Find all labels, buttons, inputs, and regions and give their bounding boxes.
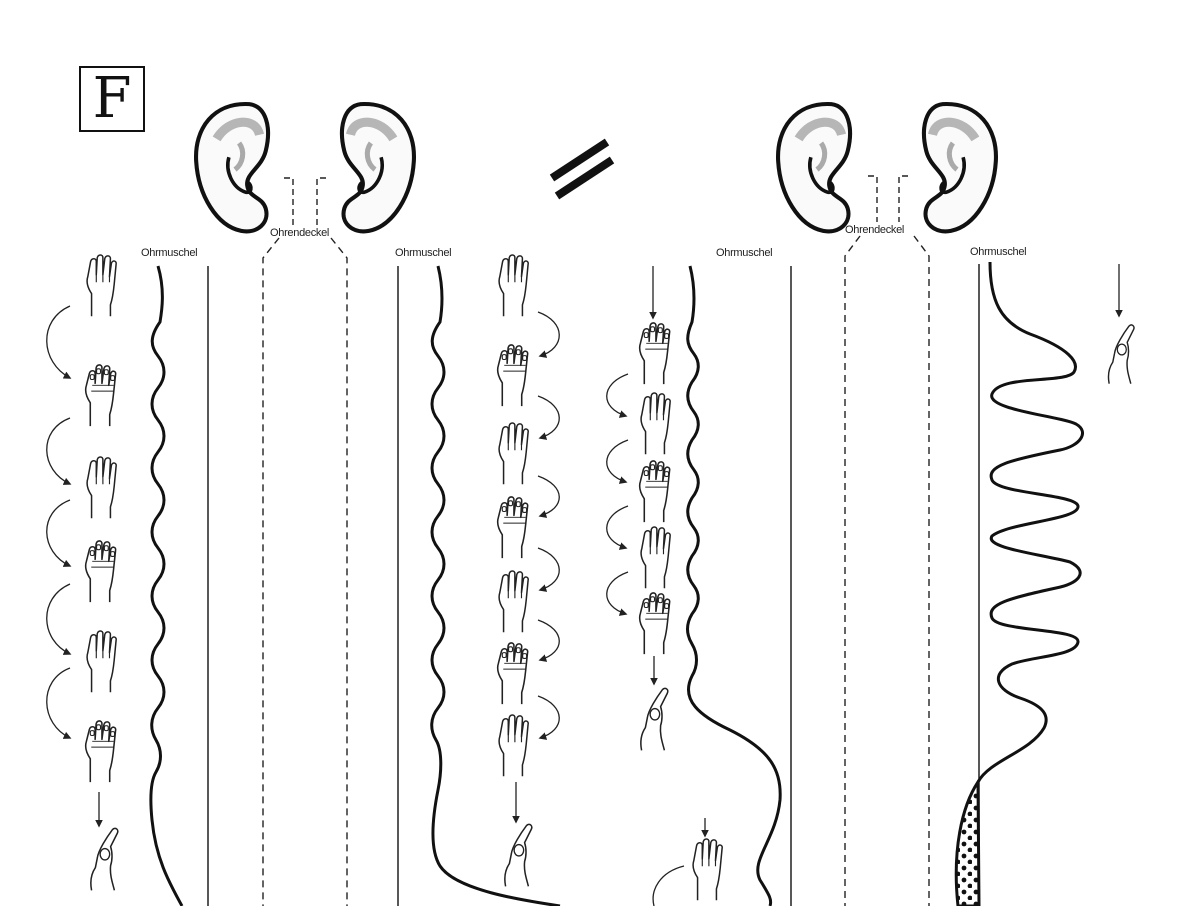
ear-icon bbox=[342, 104, 414, 231]
ear-icon bbox=[778, 104, 850, 231]
hand-flat-icon bbox=[498, 714, 529, 777]
hand-sequence-4 bbox=[652, 818, 723, 906]
hand-back-icon bbox=[496, 496, 529, 559]
label-ohrmuschel-4: Ohrmuschel bbox=[970, 246, 1027, 258]
hand-sequence-3 bbox=[606, 266, 671, 752]
hand-flat-icon bbox=[640, 392, 671, 455]
hand-back-icon bbox=[84, 540, 117, 603]
hand-point-icon bbox=[640, 687, 669, 752]
waveform-right-outer bbox=[686, 265, 782, 906]
panel-letter: F bbox=[79, 66, 145, 132]
waveform-left-outer bbox=[149, 265, 184, 906]
left-channel-lines bbox=[207, 237, 399, 906]
hand-flat-icon bbox=[498, 422, 529, 485]
hand-back-icon bbox=[638, 460, 671, 523]
hand-back-icon bbox=[84, 364, 117, 427]
hand-flat-icon bbox=[692, 838, 723, 901]
equals-sign-icon bbox=[549, 138, 615, 200]
waveform-right-inner bbox=[976, 261, 1084, 783]
label-ohrendeckel-2: Ohrendeckel bbox=[845, 224, 905, 236]
hand-back-icon bbox=[638, 592, 671, 655]
hand-flat-icon bbox=[86, 456, 117, 519]
hand-back-icon bbox=[496, 642, 529, 705]
hand-flat-icon bbox=[498, 570, 529, 633]
label-ohrmuschel-1: Ohrmuschel bbox=[141, 247, 198, 259]
ear-icon bbox=[924, 104, 996, 231]
label-ohrmuschel-3: Ohrmuschel bbox=[716, 247, 773, 259]
right-channel-lines bbox=[790, 235, 980, 906]
hand-point-icon bbox=[90, 827, 119, 892]
hand-flat-icon bbox=[498, 254, 529, 317]
label-ohrendeckel-1: Ohrendeckel bbox=[270, 227, 330, 239]
hand-point-icon bbox=[1107, 324, 1135, 385]
hand-flat-icon bbox=[86, 630, 117, 693]
hand-sequence-5 bbox=[1107, 264, 1135, 385]
dotted-region bbox=[954, 777, 981, 906]
hand-back-icon bbox=[638, 322, 671, 385]
hand-sequence-2 bbox=[496, 254, 560, 888]
hand-back-icon bbox=[84, 720, 117, 783]
hand-sequence-1 bbox=[46, 254, 119, 892]
ear-icon bbox=[196, 104, 268, 231]
hand-point-icon bbox=[504, 823, 533, 888]
hand-back-icon bbox=[496, 344, 529, 407]
label-ohrmuschel-2: Ohrmuschel bbox=[395, 247, 452, 259]
hand-flat-icon bbox=[86, 254, 117, 317]
waveform-left-inner bbox=[430, 265, 561, 906]
hand-flat-icon bbox=[640, 526, 671, 589]
